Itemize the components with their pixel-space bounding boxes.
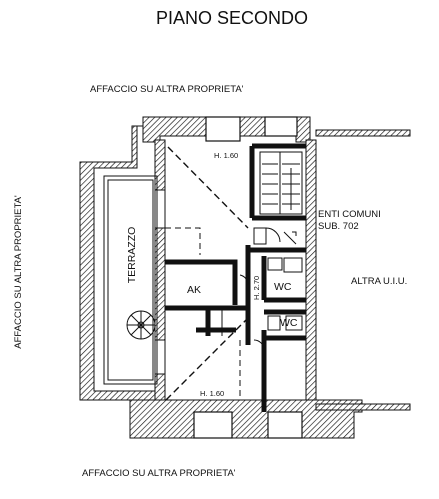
label-common-sub: SUB. 702 <box>318 221 359 232</box>
label-top-neighbor: AFFACCIO SU ALTRA PROPRIETA' <box>90 84 244 95</box>
terrace-area <box>103 175 158 385</box>
label-left-neighbor: AFFACCIO SU ALTRA PROPRIETA' <box>13 195 24 349</box>
height-lines <box>165 146 249 401</box>
terrace-parapet <box>79 125 161 401</box>
height-top-label: H. 1.60 <box>214 151 238 160</box>
room-ak-label: AK <box>187 284 201 296</box>
label-common-areas: ENTI COMUNI <box>318 209 381 220</box>
outer-walls <box>129 116 363 439</box>
room-terrace-label: TERRAZZO <box>126 227 138 284</box>
spiral-stair <box>126 310 156 340</box>
room-wc1-label: WC <box>274 281 292 293</box>
label-right-unit: ALTRA U.I.U. <box>351 276 407 287</box>
right-return-bottom <box>315 403 411 411</box>
room-wc2-label: WC <box>280 317 298 329</box>
height-side-label: H. 2.70 <box>252 276 261 300</box>
wc-fixtures <box>239 257 303 351</box>
entry-door <box>253 227 297 245</box>
label-bottom-neighbor: AFFACCIO SU ALTRA PROPRIETA' <box>82 468 236 479</box>
right-return-top <box>315 129 411 137</box>
plan-title: PIANO SECONDO <box>156 8 308 28</box>
stair-core <box>249 143 306 221</box>
windows <box>154 116 303 439</box>
interior-walls <box>165 245 306 412</box>
height-bottom-label: H. 1.60 <box>200 389 224 398</box>
